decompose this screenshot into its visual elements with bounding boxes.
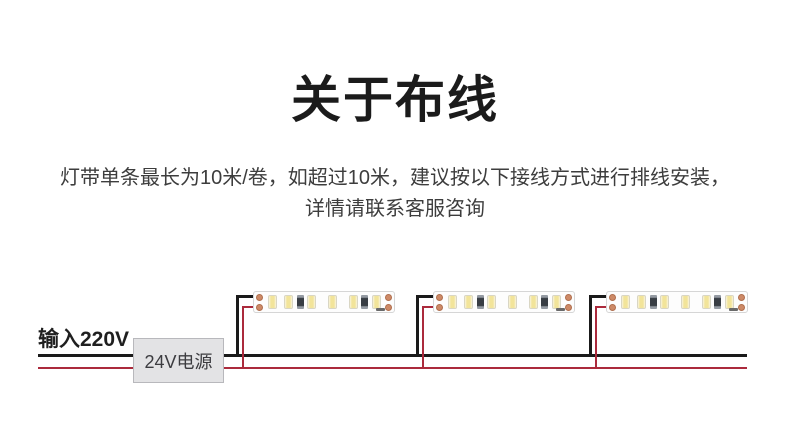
led-strip xyxy=(433,291,575,313)
solder-pad xyxy=(609,294,616,301)
solder-pad xyxy=(609,304,616,311)
strip-black-drop-wire xyxy=(416,295,419,357)
strip-black-drop-wire xyxy=(236,295,239,357)
resistor-chip xyxy=(649,295,657,309)
solder-pad xyxy=(385,294,392,301)
led-chip xyxy=(464,295,473,309)
strip-red-drop-wire xyxy=(422,306,424,369)
subtitle-line-1: 灯带单条最长为10米/卷，如超过10米，建议按以下接线方式进行排线安装， xyxy=(59,167,731,189)
led-chip xyxy=(284,295,293,309)
led-chip xyxy=(447,295,457,309)
strip-red-drop-wire xyxy=(595,306,597,369)
led-chip xyxy=(725,295,735,309)
strip-black-stub-wire xyxy=(589,295,610,298)
solder-pad xyxy=(565,304,572,311)
strip-red-drop-wire xyxy=(242,306,244,369)
resistor-chip xyxy=(714,295,722,309)
strip-print-mark xyxy=(375,308,385,311)
led-chip xyxy=(372,295,382,309)
strip-print-mark xyxy=(728,308,738,311)
solder-pad xyxy=(565,294,572,301)
resistor-chip xyxy=(541,295,549,309)
led-chip xyxy=(348,295,358,309)
led-chip xyxy=(528,295,538,309)
resistor-chip xyxy=(296,295,304,309)
led-chip xyxy=(681,295,691,309)
resistor-chip xyxy=(361,295,369,309)
strip-red-stub-wire xyxy=(595,306,610,308)
led-chip xyxy=(660,295,669,309)
solder-pad xyxy=(738,294,745,301)
main-red-wire xyxy=(38,367,747,369)
led-chip xyxy=(328,295,338,309)
subtitle-line-2: 详情请联系客服咨询 xyxy=(305,198,485,220)
solder-pad xyxy=(738,304,745,311)
strip-print-mark xyxy=(555,308,565,311)
strip-black-stub-wire xyxy=(416,295,437,298)
strip-black-stub-wire xyxy=(236,295,257,298)
led-chip xyxy=(487,295,496,309)
strip-red-stub-wire xyxy=(242,306,257,308)
led-chip xyxy=(307,295,316,309)
resistor-chip xyxy=(476,295,484,309)
led-strip xyxy=(253,291,395,313)
led-chip xyxy=(637,295,646,309)
strip-red-stub-wire xyxy=(422,306,437,308)
strip-black-drop-wire xyxy=(589,295,592,357)
main-black-wire xyxy=(38,354,747,357)
solder-pad xyxy=(256,294,263,301)
psu-box: 24V电源 xyxy=(133,338,224,383)
led-chip xyxy=(620,295,630,309)
solder-pad xyxy=(436,294,443,301)
page-title: 关于布线 xyxy=(291,72,499,128)
led-chip xyxy=(552,295,562,309)
input-220v-label: 输入220V xyxy=(38,328,130,351)
led-strip xyxy=(606,291,748,313)
solder-pad xyxy=(256,304,263,311)
subtitle: 灯带单条最长为10米/卷，如超过10米，建议按以下接线方式进行排线安装， 详情请… xyxy=(0,163,790,225)
led-chip xyxy=(701,295,711,309)
psu-label: 24V电源 xyxy=(144,351,213,372)
led-chip xyxy=(267,295,277,309)
solder-pad xyxy=(385,304,392,311)
solder-pad xyxy=(436,304,443,311)
led-chip xyxy=(508,295,518,309)
